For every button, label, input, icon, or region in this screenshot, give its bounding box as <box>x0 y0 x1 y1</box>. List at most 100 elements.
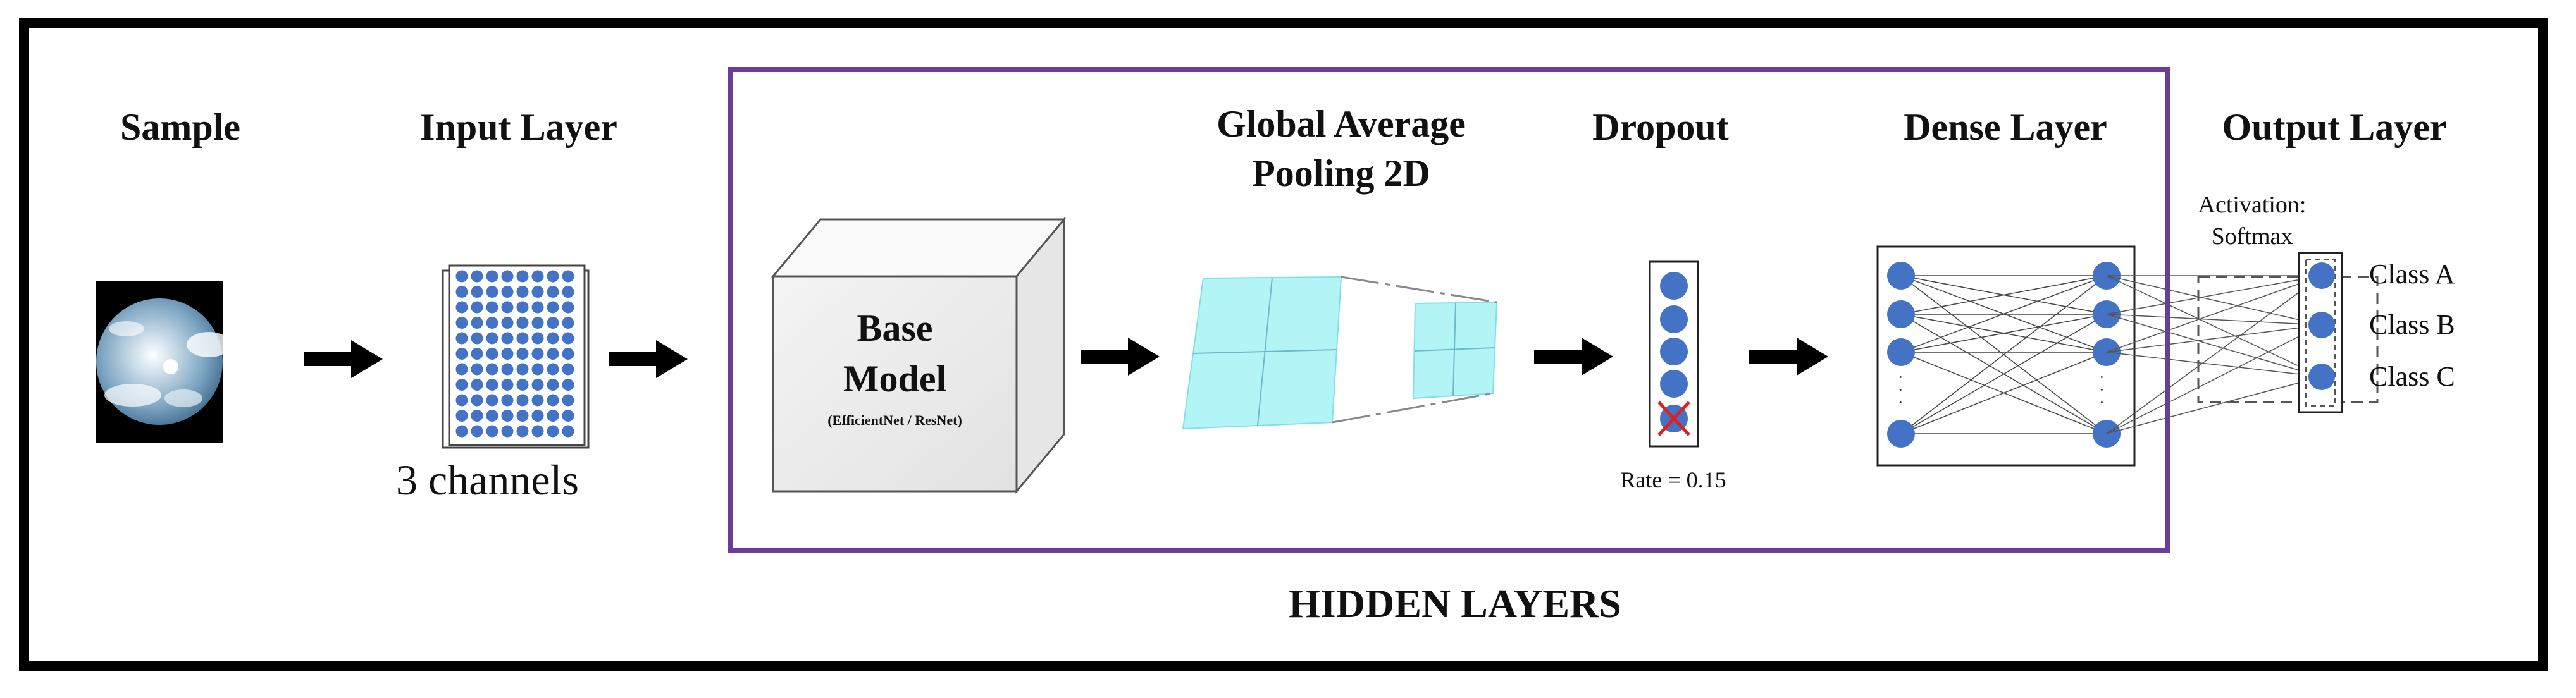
input-neuron <box>547 379 559 391</box>
header-gap-line2: Pooling 2D <box>1252 152 1430 194</box>
input-neuron <box>486 286 498 298</box>
input-neuron <box>501 363 514 376</box>
input-neuron <box>501 301 514 314</box>
class-label-b: Class B <box>2369 309 2455 340</box>
input-channels-caption: 3 channels <box>396 456 579 504</box>
svg-text:·: · <box>1898 368 1904 386</box>
input-neuron <box>562 301 574 314</box>
header-input-layer: Input Layer <box>420 106 617 148</box>
header-gap-line1: Global Average <box>1217 103 1466 145</box>
input-neuron <box>455 270 468 283</box>
dense-neuron <box>1887 300 1915 328</box>
arrow-icon <box>1749 338 1828 376</box>
dropout-column <box>1649 260 1699 448</box>
input-neuron <box>516 286 529 298</box>
input-neuron <box>501 317 514 329</box>
input-neuron <box>562 286 574 298</box>
input-neuron <box>455 301 468 314</box>
input-neuron <box>471 317 483 329</box>
dense-layer-network: · · · · · · <box>1876 245 2136 467</box>
input-neuron <box>531 410 544 422</box>
input-neuron <box>486 301 498 314</box>
input-neuron <box>516 363 529 376</box>
input-neuron <box>562 363 574 376</box>
input-neuron <box>455 332 468 345</box>
input-neuron <box>501 410 514 422</box>
input-neuron <box>531 286 544 298</box>
input-neuron <box>516 348 529 360</box>
input-neuron <box>562 270 574 283</box>
svg-text:·: · <box>1898 381 1904 399</box>
input-neuron <box>547 394 559 407</box>
dropped-neuron-cross-icon <box>1657 401 1690 436</box>
input-neuron <box>501 270 514 283</box>
input-neuron <box>547 425 559 438</box>
input-neuron <box>501 425 514 438</box>
input-channels <box>442 264 590 449</box>
input-neuron <box>562 348 574 360</box>
input-neuron <box>547 332 559 345</box>
input-neuron <box>531 363 544 376</box>
input-neuron <box>455 379 468 391</box>
input-neuron <box>486 363 498 376</box>
input-neuron <box>471 332 483 345</box>
input-neuron <box>547 348 559 360</box>
input-neuron <box>562 379 574 391</box>
input-neuron <box>531 317 544 329</box>
base-model-subtitle: (EfficientNet / ResNet) <box>827 412 962 428</box>
input-neuron <box>486 317 498 329</box>
header-output-layer: Output Layer <box>2222 106 2447 148</box>
hidden-layers-label: HIDDEN LAYERS <box>1289 581 1621 626</box>
dropout-rate-label: Rate = 0.15 <box>1620 467 1726 493</box>
input-neuron <box>531 348 544 360</box>
input-neuron <box>516 394 529 407</box>
input-neuron <box>531 425 544 438</box>
input-neuron <box>471 425 483 438</box>
input-neuron <box>547 410 559 422</box>
arrow-icon <box>1081 338 1160 376</box>
input-neuron <box>486 425 498 438</box>
input-neuron <box>455 348 468 360</box>
input-neuron <box>471 410 483 422</box>
input-neuron <box>562 425 574 438</box>
base-model-title-line1: Base <box>857 307 933 349</box>
input-neuron <box>501 394 514 407</box>
base-model-title-line2: Model <box>843 358 947 400</box>
input-neuron <box>471 379 483 391</box>
activation-box <box>2197 276 2379 403</box>
input-neuron <box>516 317 529 329</box>
input-neuron <box>516 301 529 314</box>
svg-text:·: · <box>1898 393 1904 412</box>
hidden-layers-box <box>728 67 2170 553</box>
input-neuron <box>486 379 498 391</box>
input-neuron <box>455 363 468 376</box>
header-dropout: Dropout <box>1592 106 1729 148</box>
input-neuron <box>547 301 559 314</box>
sample-image <box>96 281 231 443</box>
input-neuron <box>531 379 544 391</box>
input-neuron <box>501 348 514 360</box>
pooling-2d <box>1182 276 1498 430</box>
dense-neuron <box>1887 420 1915 448</box>
base-model-cube <box>771 216 1067 494</box>
arrow-icon <box>304 340 383 378</box>
input-neuron <box>562 332 574 345</box>
input-neuron <box>562 394 574 407</box>
input-neuron-grid <box>455 270 574 438</box>
input-neuron <box>501 286 514 298</box>
svg-text:·: · <box>2099 368 2105 386</box>
input-neuron <box>547 270 559 283</box>
svg-text:·: · <box>2099 393 2105 412</box>
input-neuron <box>486 270 498 283</box>
arrow-icon <box>1534 338 1613 376</box>
activation-label-line1: Activation: <box>2198 192 2307 218</box>
input-neuron <box>455 394 468 407</box>
input-neuron <box>562 317 574 329</box>
header-sample: Sample <box>120 106 241 148</box>
class-label-c: Class C <box>2369 361 2455 392</box>
class-label-a: Class A <box>2369 259 2455 290</box>
input-neuron <box>455 317 468 329</box>
input-neuron <box>547 363 559 376</box>
output-layer <box>2298 252 2343 413</box>
